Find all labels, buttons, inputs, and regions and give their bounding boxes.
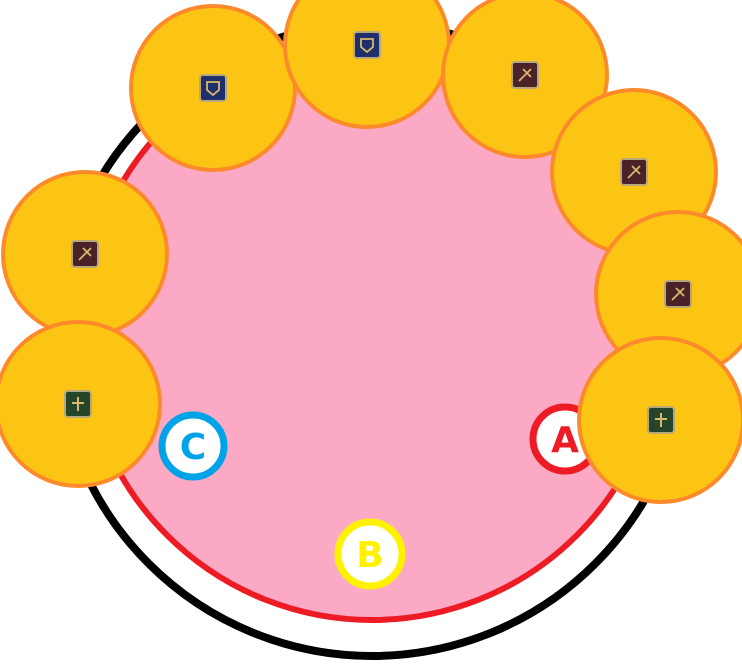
waymark-c: C — [158, 411, 228, 481]
waymark-label: A — [551, 420, 579, 461]
healer-icon — [64, 390, 92, 418]
waymark-ring — [158, 411, 228, 481]
dps-icon — [620, 158, 648, 186]
tank-icon — [199, 74, 227, 102]
dps-icon — [511, 61, 539, 89]
waymark-label: B — [356, 535, 383, 576]
dps-icon — [664, 280, 692, 308]
healer-icon — [647, 406, 675, 434]
waymark-ring — [334, 518, 406, 590]
tank-icon — [353, 31, 381, 59]
dps-icon — [71, 240, 99, 268]
waymark-b: B — [334, 518, 406, 590]
waymark-label: C — [180, 427, 206, 468]
